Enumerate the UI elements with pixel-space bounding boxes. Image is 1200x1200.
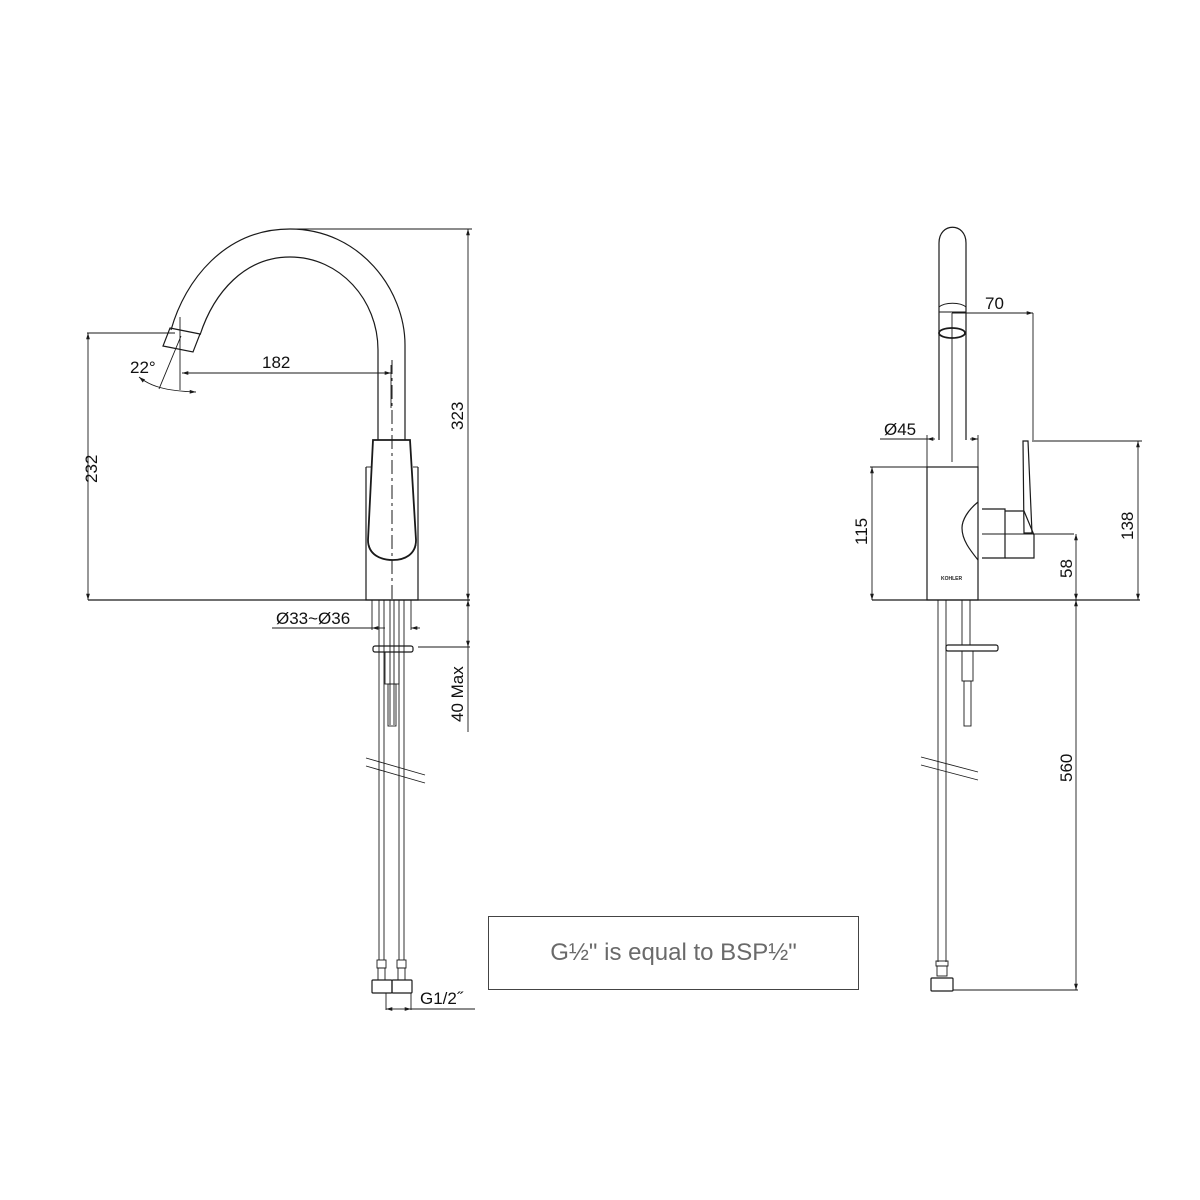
dim-label-spout-angle: 22° (130, 358, 156, 377)
dim-label-handle-axis-height: 58 (1057, 559, 1076, 578)
side-body-icon: KOHLER (926, 440, 1074, 601)
dim-label-handle-offset: 70 (985, 294, 1004, 313)
dim-label-handle-height: 138 (1118, 512, 1137, 540)
dim-label-body-diameter: Ø45 (884, 420, 916, 439)
dim-hose-length: 560 (953, 600, 1078, 991)
side-mounting-hardware-icon (920, 600, 999, 992)
dim-label-outlet-height: 232 (82, 455, 101, 483)
side-view: KOHLER 70 (852, 226, 1142, 992)
spout-icon (162, 228, 406, 440)
dim-label-mounting-hole: Ø33~Ø36 (276, 609, 350, 628)
dim-total-height: 323 (290, 228, 472, 600)
dim-body-diameter: Ø45 (880, 420, 979, 467)
mounting-hardware-icon (365, 600, 426, 994)
thread-note-box: G½" is equal to BSP½" (488, 916, 859, 990)
dim-inlet-thread: G1/2˝ (385, 989, 475, 1011)
dim-label-inlet-thread: G1/2˝ (420, 989, 464, 1008)
dim-outlet-height: 232 (82, 332, 175, 600)
spout-column-icon (938, 226, 967, 462)
thread-note-text: G½" is equal to BSP½" (550, 939, 797, 966)
dim-label-body-height: 115 (852, 518, 871, 545)
dim-handle-offset: 70 (952, 294, 1034, 440)
dim-deck-thickness: 40 Max (418, 600, 470, 732)
dim-label-deck-thickness: 40 Max (448, 666, 467, 722)
dim-handle-axis-height: 58 (1057, 534, 1078, 600)
front-view: 22° 182 232 323 Ø33~Ø36 (82, 228, 475, 1011)
dim-label-total-height: 323 (448, 402, 467, 430)
dim-spout-angle: 22° (130, 335, 197, 394)
dim-label-hose-length: 560 (1057, 754, 1076, 782)
faucet-body-icon (365, 360, 419, 601)
dim-body-height: 115 (852, 466, 927, 600)
dim-label-spout-reach: 182 (262, 353, 290, 372)
dim-handle-height: 138 (1032, 440, 1142, 600)
dim-spout-reach: 182 (181, 353, 392, 408)
kohler-logo: KOHLER (941, 576, 963, 582)
dim-mounting-hole: Ø33~Ø36 (272, 600, 420, 630)
